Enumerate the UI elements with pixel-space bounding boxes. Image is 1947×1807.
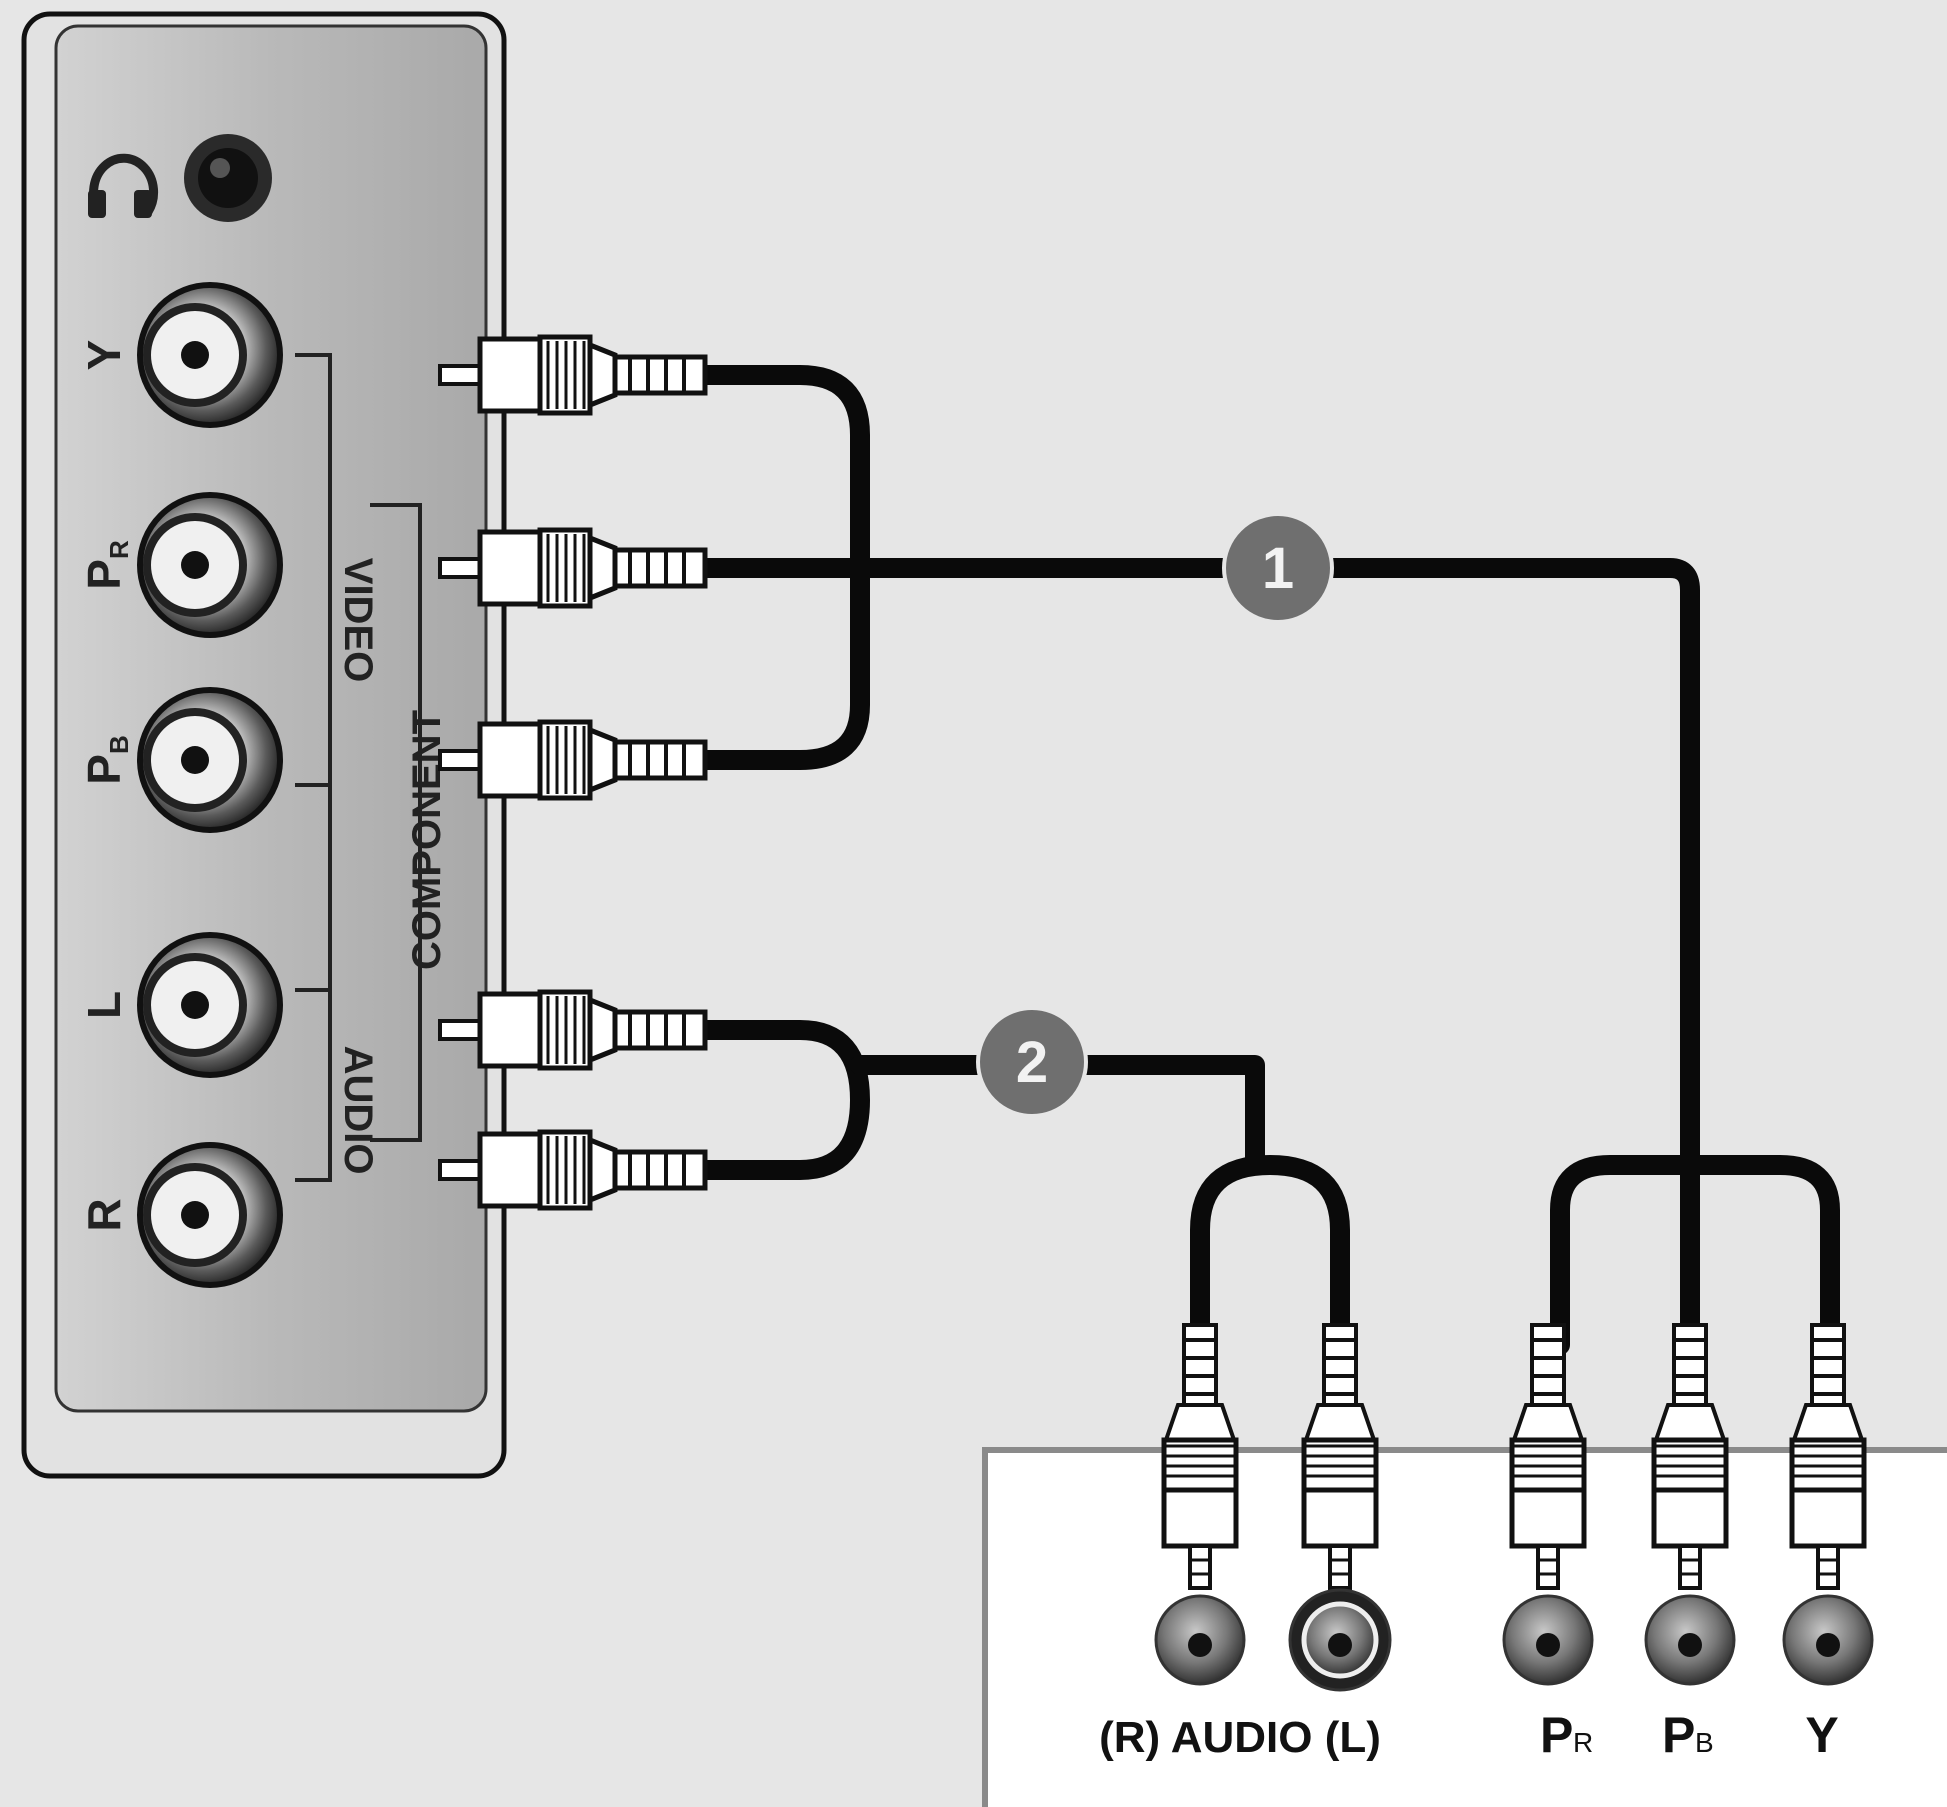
callout-2: 2 [976, 1006, 1088, 1118]
rca-plug-device-2[interactable] [1509, 1323, 1587, 1590]
device-jack-0[interactable] [1154, 1594, 1246, 1686]
panel-jack-label-0: Y [78, 340, 130, 371]
device-jack-4[interactable] [1782, 1594, 1874, 1686]
cable-audio [695, 1020, 870, 1180]
group-brackets [295, 353, 422, 1182]
device-pb-label: P B [1662, 1707, 1714, 1763]
device-pr-label: P R [1540, 1707, 1593, 1763]
svg-text:R: R [1573, 1727, 1593, 1758]
panel-jack-label-3: L [78, 991, 130, 1019]
callout-1: 1 [1222, 512, 1334, 624]
device-jack-2[interactable] [1502, 1594, 1594, 1686]
device-jack-3[interactable] [1644, 1594, 1736, 1686]
rca-plug-device-0[interactable] [1161, 1323, 1239, 1590]
panel-jack-3[interactable]: L [78, 932, 283, 1078]
panel-jack-4[interactable]: R [78, 1142, 283, 1288]
rca-plug-panel-4[interactable] [438, 1129, 708, 1211]
headphone-icon [88, 153, 159, 218]
svg-text:P: P [1662, 1707, 1695, 1763]
device-jack-1[interactable] [1288, 1588, 1392, 1692]
rca-plug-device-1[interactable] [1301, 1323, 1379, 1590]
headphone-jack[interactable] [184, 134, 272, 222]
panel-jack-2[interactable]: PB [78, 687, 283, 833]
svg-text:P: P [1540, 1707, 1573, 1763]
label-video: VIDEO [336, 558, 380, 682]
svg-text:1: 1 [1262, 536, 1294, 601]
cable-audio-split [1190, 1155, 1350, 1355]
cable-video-main [690, 558, 1700, 1355]
rca-plug-panel-2[interactable] [438, 719, 708, 801]
rca-plug-device-3[interactable] [1651, 1323, 1729, 1590]
cable-video-split [1550, 1155, 1840, 1355]
label-audio: AUDIO [336, 1046, 380, 1175]
svg-text:2: 2 [1016, 1030, 1048, 1095]
rca-plug-panel-0[interactable] [438, 334, 708, 416]
rca-plug-panel-3[interactable] [438, 989, 708, 1071]
svg-text:B: B [1695, 1727, 1714, 1758]
rca-plug-device-4[interactable] [1789, 1323, 1867, 1590]
panel-jack-0[interactable]: Y [78, 282, 283, 428]
panel-jack-label-4: R [78, 1198, 130, 1231]
device-y-label: Y [1805, 1707, 1838, 1763]
rca-plug-panel-1[interactable] [438, 527, 708, 609]
device-audio-label: (R) AUDIO (L) [1099, 1713, 1381, 1762]
